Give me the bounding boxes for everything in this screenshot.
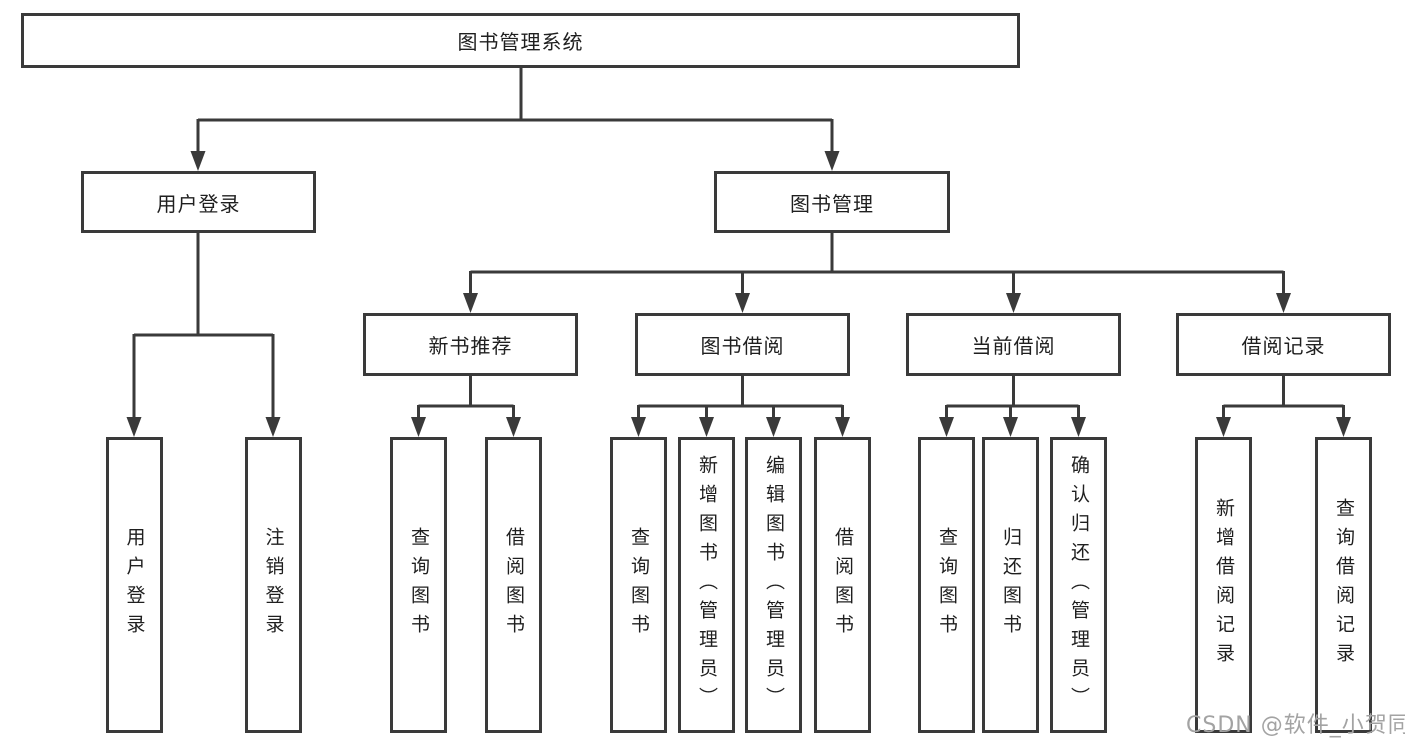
node-label: 借阅记录 xyxy=(1241,334,1326,358)
node-label: 图书管理系统 xyxy=(457,30,584,54)
node-label: 确认归还（管理员） xyxy=(1068,454,1090,716)
node-label: 查询借阅记录 xyxy=(1333,498,1355,672)
node-label: 查询图书 xyxy=(628,527,650,643)
node-label: 图书借阅 xyxy=(700,334,785,358)
node-label: 用户登录 xyxy=(156,191,241,216)
leaf-borrow-books: 借阅图书 xyxy=(814,437,871,733)
node-current-borrow: 当前借阅 xyxy=(906,313,1121,376)
leaf-user-login: 用户登录 xyxy=(105,437,163,733)
leaf-add-borrow-record: 新增借阅记录 xyxy=(1195,437,1252,733)
node-root-library-system: 图书管理系统 xyxy=(21,13,1020,68)
node-label: 新增图书（管理员） xyxy=(696,454,718,716)
leaf-add-books-admin: 新增图书（管理员） xyxy=(678,437,735,733)
node-book-management: 图书管理 xyxy=(714,171,950,233)
node-label: 查询图书 xyxy=(408,527,430,643)
node-label: 编辑图书（管理员） xyxy=(763,454,785,716)
leaf-edit-books-admin: 编辑图书（管理员） xyxy=(745,437,802,733)
node-book-borrow: 图书借阅 xyxy=(635,313,850,376)
leaf-query-books-recommend: 查询图书 xyxy=(390,437,447,733)
node-user-login: 用户登录 xyxy=(81,171,316,233)
node-new-book-recommend: 新书推荐 xyxy=(363,313,578,376)
node-label: 用户登录 xyxy=(123,527,146,643)
node-label: 当前借阅 xyxy=(971,334,1056,358)
node-label: 查询图书 xyxy=(936,527,958,643)
leaf-logout: 注销登录 xyxy=(244,437,302,733)
node-label: 图书管理 xyxy=(790,191,874,216)
leaf-confirm-return-admin: 确认归还（管理员） xyxy=(1050,437,1107,733)
node-label: 借阅图书 xyxy=(832,527,854,643)
node-label: 新书推荐 xyxy=(428,334,513,358)
leaf-query-books-borrow: 查询图书 xyxy=(610,437,667,733)
leaf-borrow-books-recommend: 借阅图书 xyxy=(485,437,542,733)
csdn-watermark: CSDN @软件_小贺同学 xyxy=(1186,713,1405,738)
leaf-query-books-current: 查询图书 xyxy=(918,437,975,733)
node-label: 借阅图书 xyxy=(503,527,525,643)
leaf-return-books: 归还图书 xyxy=(982,437,1039,733)
node-borrow-records: 借阅记录 xyxy=(1176,313,1391,376)
arrowheads xyxy=(126,151,1351,437)
node-label: 新增借阅记录 xyxy=(1213,498,1235,672)
leaf-query-borrow-record: 查询借阅记录 xyxy=(1315,437,1372,733)
node-label: 注销登录 xyxy=(262,527,285,643)
node-label: 归还图书 xyxy=(1000,527,1022,643)
